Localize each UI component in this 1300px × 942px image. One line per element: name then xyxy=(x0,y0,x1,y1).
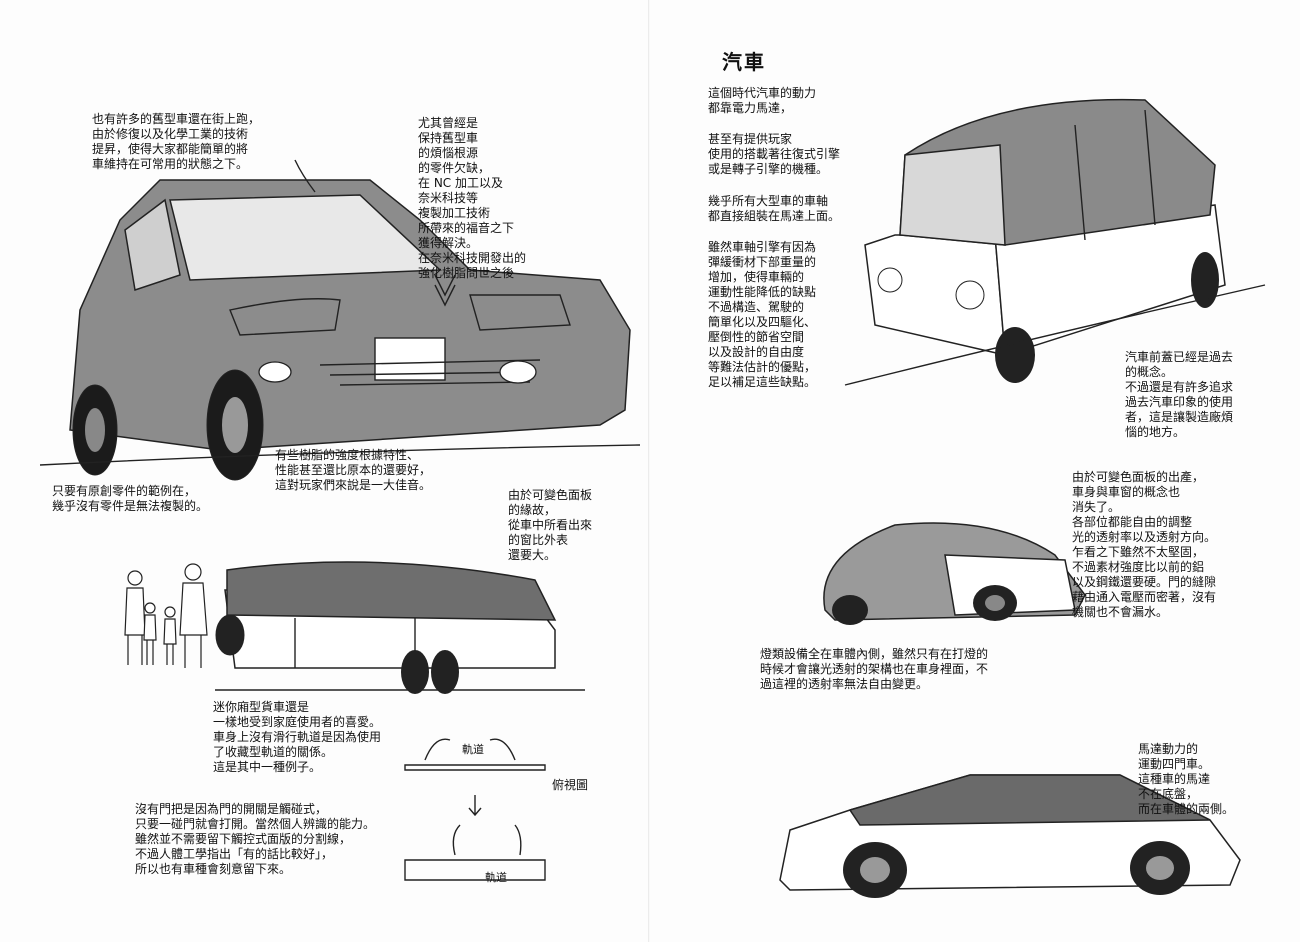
left-page: 也有許多的舊型車還在街上跑， 由於修復以及化學工業的技術 提昇，使得大家都能簡單… xyxy=(39,112,641,884)
minivan-family-illustration xyxy=(124,561,585,694)
note-hood: 汽車前蓋已經是過去 的概念。 不過還是有許多追求 過去汽車印象的使用 者，這是讓… xyxy=(1125,350,1234,439)
note-axle: 幾乎所有大型車的車軸 都直接組裝在馬達上面。 xyxy=(708,194,841,223)
boxy-car-illustration xyxy=(844,98,1266,386)
label-track-bottom: 軌道 xyxy=(485,871,507,884)
right-page: 汽車 這個時代汽車的動力 都靠電力馬達， 甚至有提供玩家 使用的搭載著往復式引擎… xyxy=(650,0,1300,942)
note-lights: 燈類設備全在車體內側，雖然只有在打燈的 時候才會讓光透射的架構也在車身裡面，不 … xyxy=(760,647,989,691)
note-old-cars: 也有許多的舊型車還在街上跑， 由於修復以及化學工業的技術 提昇，使得大家都能簡單… xyxy=(92,112,261,171)
label-topview: 俯視圖 xyxy=(552,778,589,792)
panel-car-illustration xyxy=(823,522,1086,625)
note-engine: 甚至有提供玩家 使用的搭載著往復式引擎 或是轉子引擎的機種。 xyxy=(708,132,841,176)
page-title: 汽車 xyxy=(722,50,766,74)
note-parts: 尤其曾經是 保持舊型車 的煩惱根源 的零件欠缺， 在 NC 加工以及 奈米科技等… xyxy=(418,116,527,280)
hatchback-car-illustration xyxy=(39,159,641,481)
note-handle: 沒有門把是因為門的開關是觸碰式， 只要一碰門就會打開。當然個人辨識的能力。 雖然… xyxy=(135,802,376,876)
sport-sedan-illustration xyxy=(779,774,1241,898)
note-window: 由於可變色面板 的緣故， 從車中所看出來 的窗比外表 還要大。 xyxy=(508,488,593,562)
note-sedan: 馬達動力的 運動四門車。 這種車的馬達 不在底盤， 而在車體的兩側。 xyxy=(1138,742,1235,816)
note-tradeoff: 雖然車軸引擎有因為 彈緩衝材下部重量的 增加，使得車輛的 運動性能降低的缺點 不… xyxy=(708,240,817,389)
note-motor: 這個時代汽車的動力 都靠電力馬達， xyxy=(708,86,817,115)
label-track-top: 軌道 xyxy=(462,743,484,756)
note-van: 迷你廂型貨車還是 一樣地受到家庭使用者的喜愛。 車身上沒有滑行軌道是因為使用 了… xyxy=(213,700,382,774)
note-resin: 有些樹脂的強度根據特性、 性能甚至還比原本的還要好， 這對玩家們來說是一大佳音。 xyxy=(275,448,432,492)
note-copy: 只要有原創零件的範例在， 幾乎沒有零件是無法複製的。 xyxy=(52,484,209,513)
track-topview-diagram xyxy=(404,738,546,881)
note-panel: 由於可變色面板的出產， 車身與車窗的概念也 消失了。 各部位都能自由的調整 光的… xyxy=(1072,470,1217,619)
